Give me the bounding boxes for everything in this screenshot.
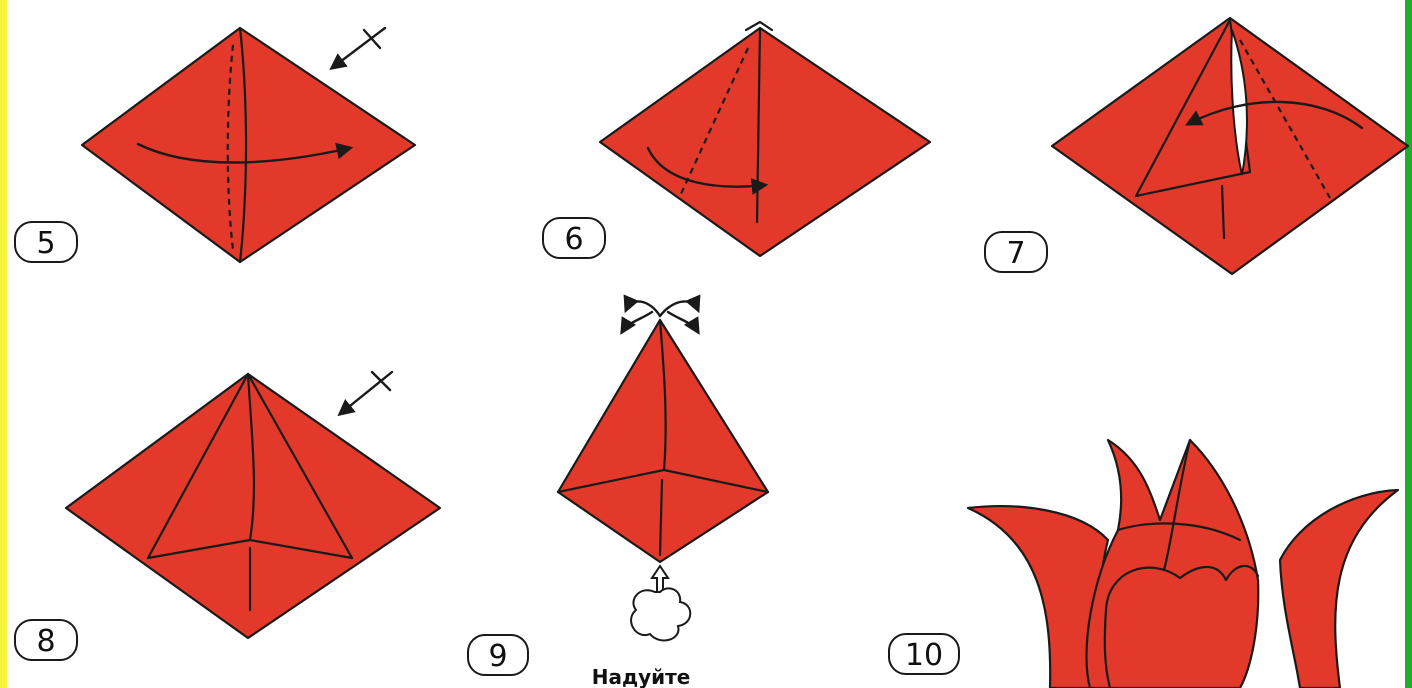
open-arrow-left (623, 294, 662, 318)
right-leaf (1278, 488, 1400, 688)
base-fold (146, 538, 354, 560)
petal-lower-edge (1104, 564, 1260, 612)
paper-square (80, 26, 417, 264)
fold-line (238, 26, 248, 264)
center-fold (246, 372, 256, 542)
tulip-petals (1085, 438, 1260, 688)
petal-left-curve (1103, 608, 1112, 688)
step-6-number: 6 (564, 222, 583, 257)
base-fold (556, 468, 770, 494)
fold-line-right (246, 372, 354, 560)
step-8-diagram: 8 (14, 370, 442, 661)
step-10-diagram: 10 (888, 438, 1400, 688)
left-border-strip (0, 0, 7, 688)
dashed-fold-line (1239, 39, 1331, 199)
petal-edge (1116, 522, 1242, 542)
step-5-badge (14, 221, 78, 263)
petal-fold (1162, 438, 1192, 572)
step-9-diagram: 9 Надуйте (467, 294, 770, 688)
paper-square (598, 26, 932, 258)
open-arrow-right (658, 294, 701, 318)
center-fold (1220, 184, 1226, 240)
turn-over-arrow (337, 370, 394, 417)
step-9-badge (467, 634, 529, 676)
step-6-diagram: 6 (542, 20, 932, 259)
step-7-diagram: 7 (984, 16, 1410, 276)
open-arrow-right-lower (666, 310, 700, 335)
kite-shape (556, 318, 770, 564)
step-5-diagram: 5 (14, 26, 417, 264)
step-8-number: 8 (36, 624, 55, 659)
fold-arrow (646, 146, 769, 195)
center-fold (658, 318, 667, 472)
arrow-tick (370, 370, 392, 392)
air-puff-icon (630, 587, 692, 642)
step-9-caption: Надуйте (592, 665, 691, 688)
dashed-fold-line (226, 44, 235, 251)
step-7-badge (984, 231, 1048, 273)
step-5-number: 5 (36, 226, 55, 261)
turn-over-arrow (329, 26, 387, 71)
dashed-fold-line (679, 47, 749, 197)
step-9-number: 9 (488, 639, 507, 674)
fold-line-left (146, 372, 250, 560)
top-layers (744, 20, 774, 32)
step-7-number: 7 (1006, 236, 1025, 271)
open-arrow-left-lower (620, 310, 654, 335)
right-border-strip (1405, 0, 1412, 688)
step-8-badge (14, 619, 78, 661)
arrow-tick (362, 28, 382, 50)
fold-arrow (1185, 100, 1364, 130)
turn-page-arrow (136, 142, 354, 164)
inner-white-pocket (1230, 29, 1248, 176)
step-6-badge (542, 217, 606, 259)
lower-fold (658, 478, 664, 557)
step-10-badge (888, 633, 960, 675)
step-10-number: 10 (905, 638, 943, 673)
